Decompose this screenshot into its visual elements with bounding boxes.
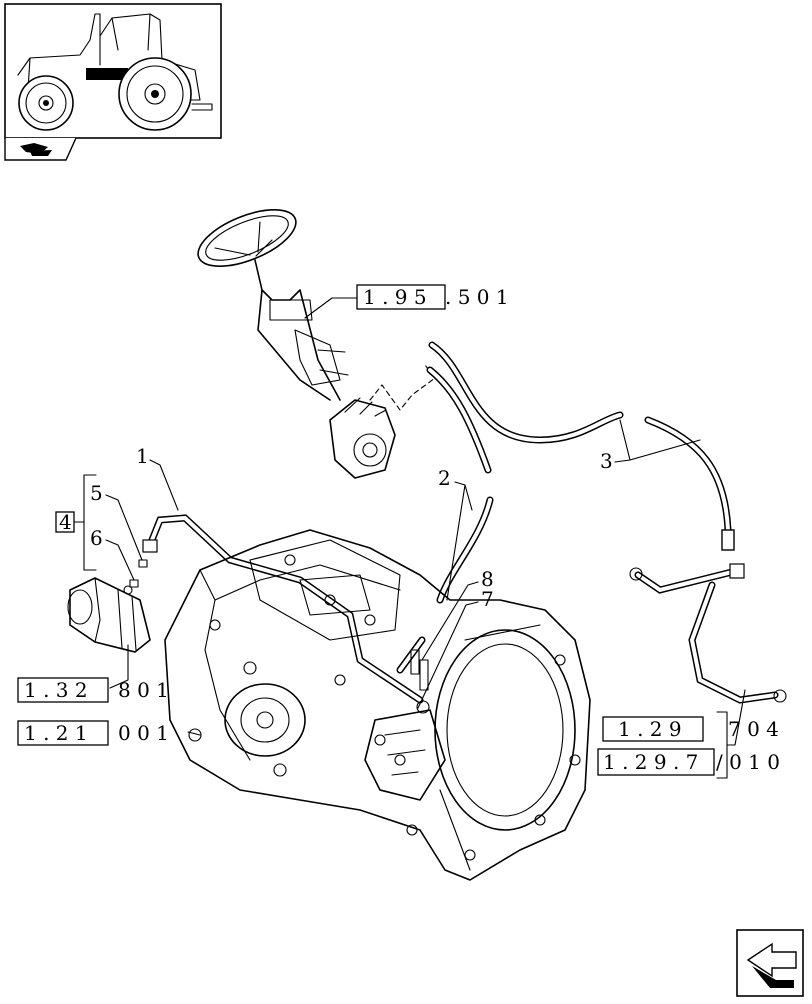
tractor-thumbnail-icon	[4, 3, 222, 139]
electric-motor	[67, 577, 151, 653]
leader-lines	[73, 297, 746, 779]
callout-1[interactable]: 1	[136, 444, 149, 468]
callout-4[interactable]: 4	[59, 510, 72, 534]
callouts: 1 2 3 4 5 6 7 8	[55, 444, 613, 611]
svg-text:1 . 2 9 . 7: 1 . 2 9 . 7	[603, 750, 698, 774]
transmission-housing	[164, 529, 591, 881]
callout-3[interactable]: 3	[600, 449, 613, 473]
svg-text:1 . 9 5: 1 . 9 5	[363, 285, 427, 309]
fittings-5-6	[129, 559, 148, 588]
reference-pipe-a[interactable]: 1 . 2 9 7 0 4	[602, 716, 779, 742]
svg-text:1 . 3 2: 1 . 3 2	[24, 678, 88, 702]
svg-text:1 . 2 1: 1 . 2 1	[24, 721, 88, 745]
reference-motor[interactable]: 1 . 3 2 8 0 1	[17, 677, 169, 703]
svg-text:8 0 1: 8 0 1	[118, 678, 169, 702]
svg-text:. 5 0 1: . 5 0 1	[445, 285, 509, 309]
steering-column	[197, 208, 436, 479]
svg-text:1 . 2 9: 1 . 2 9	[618, 717, 682, 741]
right-pipe-assembly	[629, 563, 787, 704]
callout-8[interactable]: 8	[481, 567, 494, 591]
reference-steering[interactable]: 1 . 9 5 . 5 0 1	[356, 284, 509, 310]
reference-transmission[interactable]: 1 . 2 1 0 0 1	[17, 720, 169, 746]
next-page-arrow-icon[interactable]	[736, 929, 804, 997]
callout-5[interactable]: 5	[90, 481, 103, 505]
svg-text:/ 0 1 0: / 0 1 0	[716, 750, 780, 774]
svg-text:7 0 4: 7 0 4	[728, 717, 779, 741]
book-icon	[4, 137, 77, 161]
hose-2	[396, 366, 494, 674]
callout-6[interactable]: 6	[90, 526, 103, 550]
callout-2[interactable]: 2	[438, 466, 451, 490]
pipe-1	[142, 514, 424, 704]
hose-3	[428, 341, 735, 551]
reference-pipe-b[interactable]: 1 . 2 9 . 7 / 0 1 0	[597, 748, 780, 776]
svg-text:0 0 1: 0 0 1	[118, 721, 169, 745]
callout-7[interactable]: 7	[481, 587, 494, 611]
fittings-7-8	[410, 649, 430, 714]
callout-4-box	[55, 511, 75, 533]
